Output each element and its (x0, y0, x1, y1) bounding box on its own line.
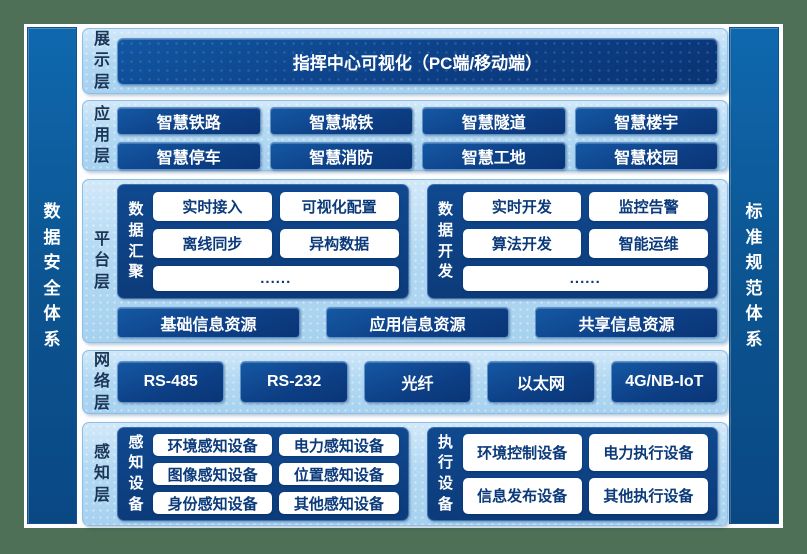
app-box-smart-building: 智慧楼宇 (574, 107, 718, 135)
layer-platform-label-col: 平台层 (87, 184, 117, 338)
group-actuator-devices: 执行设备 环境控制设备 电力执行设备 信息发布设备 其他执行设备 (426, 427, 718, 521)
item-algorithm-dev: 算法开发 (462, 229, 582, 258)
actuator-box-info-publish: 信息发布设备 (462, 477, 582, 514)
layer-perception-label: 感知层 (93, 444, 110, 504)
net-box-ethernet: 以太网 (487, 361, 595, 403)
pillar-standards: 标准规范体系 (729, 27, 779, 524)
diagram-panel: 数据安全体系 标准规范体系 展示层 指挥中心可视化（PC端/移动端） 应用层 (24, 24, 783, 528)
actuator-box-env-control: 环境控制设备 (462, 434, 582, 471)
item-realtime-dev: 实时开发 (462, 192, 582, 221)
sensor-box-identity: 身份感知设备 (153, 492, 273, 514)
group-sensing-devices-label: 感知设备 (128, 433, 144, 513)
group-sensing-devices: 感知设备 环境感知设备 电力感知设备 图像感知设备 位置感知设备 身份感知设备 … (117, 427, 409, 521)
group-data-development-label-col: 数据开发 (437, 192, 455, 291)
group-actuator-devices-label-col: 执行设备 (437, 434, 455, 514)
sensor-box-location: 位置感知设备 (279, 463, 399, 485)
item-development-more: ...... (462, 266, 708, 291)
group-data-aggregation-label: 数据汇聚 (128, 201, 144, 281)
layer-network: 网络层 RS-485 RS-232 光纤 以太网 4G/NB-IoT (82, 350, 728, 414)
item-realtime-access: 实时接入 (153, 192, 272, 221)
layer-application: 应用层 智慧铁路 智慧城铁 智慧隧道 智慧楼宇 智慧停车 智慧消防 智慧工地 智… (82, 100, 728, 171)
net-box-4g-nbiot: 4G/NB-IoT (610, 361, 718, 403)
actuator-box-power-exec: 电力执行设备 (588, 434, 708, 471)
layer-stack: 展示层 指挥中心可视化（PC端/移动端） 应用层 智慧铁路 智慧城铁 智慧隧道 … (82, 28, 728, 526)
app-box-smart-fire: 智慧消防 (269, 142, 413, 170)
sensor-box-other: 其他感知设备 (279, 492, 399, 514)
group-data-aggregation-label-col: 数据汇聚 (127, 192, 145, 291)
app-box-smart-campus: 智慧校园 (574, 142, 718, 170)
pillar-data-security: 数据安全体系 (27, 27, 77, 524)
actuator-box-other-exec: 其他执行设备 (588, 477, 708, 514)
item-visual-config: 可视化配置 (279, 192, 399, 221)
group-sensing-devices-label-col: 感知设备 (127, 434, 145, 514)
net-box-rs232: RS-232 (240, 361, 348, 403)
box-command-center-visualization: 指挥中心可视化（PC端/移动端） (117, 37, 718, 85)
item-heterogeneous-data: 异构数据 (279, 229, 399, 258)
group-data-development: 数据开发 实时开发 监控告警 算法开发 智能运维 ...... (426, 184, 718, 299)
app-box-smart-metro: 智慧城铁 (269, 107, 413, 135)
layer-application-label-col: 应用层 (87, 105, 117, 166)
resource-box-basic-info: 基础信息资源 (117, 307, 300, 338)
sensor-box-image: 图像感知设备 (153, 463, 273, 485)
app-box-smart-site: 智慧工地 (422, 142, 566, 170)
resource-box-app-info: 应用信息资源 (326, 307, 509, 338)
app-box-smart-tunnel: 智慧隧道 (422, 107, 566, 135)
group-actuator-devices-label: 执行设备 (437, 433, 453, 513)
layer-perception: 感知层 感知设备 环境感知设备 电力感知设备 图像感知设备 位置感知设备 身份感… (82, 422, 728, 526)
layer-presentation: 展示层 指挥中心可视化（PC端/移动端） (82, 28, 728, 94)
item-offline-sync: 离线同步 (153, 229, 272, 258)
pillar-standards-label: 标准规范体系 (745, 202, 763, 349)
item-aggregation-more: ...... (153, 266, 399, 291)
layer-network-label: 网络层 (93, 352, 110, 412)
pillar-data-security-label: 数据安全体系 (43, 202, 61, 349)
layer-platform: 平台层 数据汇聚 实时接入 可视化配置 离线同步 异构数据 (82, 179, 728, 343)
sensor-box-power: 电力感知设备 (279, 434, 399, 456)
app-box-smart-railway: 智慧铁路 (117, 107, 261, 135)
item-intelligent-ops: 智能运维 (589, 229, 708, 258)
layer-platform-label: 平台层 (93, 231, 110, 291)
app-box-smart-parking: 智慧停车 (117, 142, 261, 170)
group-data-development-label: 数据开发 (437, 201, 453, 281)
group-data-aggregation: 数据汇聚 实时接入 可视化配置 离线同步 异构数据 ...... (117, 184, 409, 299)
item-monitor-alert: 监控告警 (589, 192, 708, 221)
layer-network-label-col: 网络层 (87, 352, 117, 411)
layer-perception-label-col: 感知层 (87, 427, 117, 521)
sensor-box-environment: 环境感知设备 (153, 434, 273, 456)
net-box-rs485: RS-485 (117, 361, 225, 403)
resource-box-shared-info: 共享信息资源 (535, 307, 718, 338)
layer-presentation-label-col: 展示层 (87, 31, 117, 90)
layer-presentation-label: 展示层 (93, 31, 110, 91)
net-box-fiber: 光纤 (363, 361, 472, 403)
layer-application-label: 应用层 (93, 105, 110, 166)
